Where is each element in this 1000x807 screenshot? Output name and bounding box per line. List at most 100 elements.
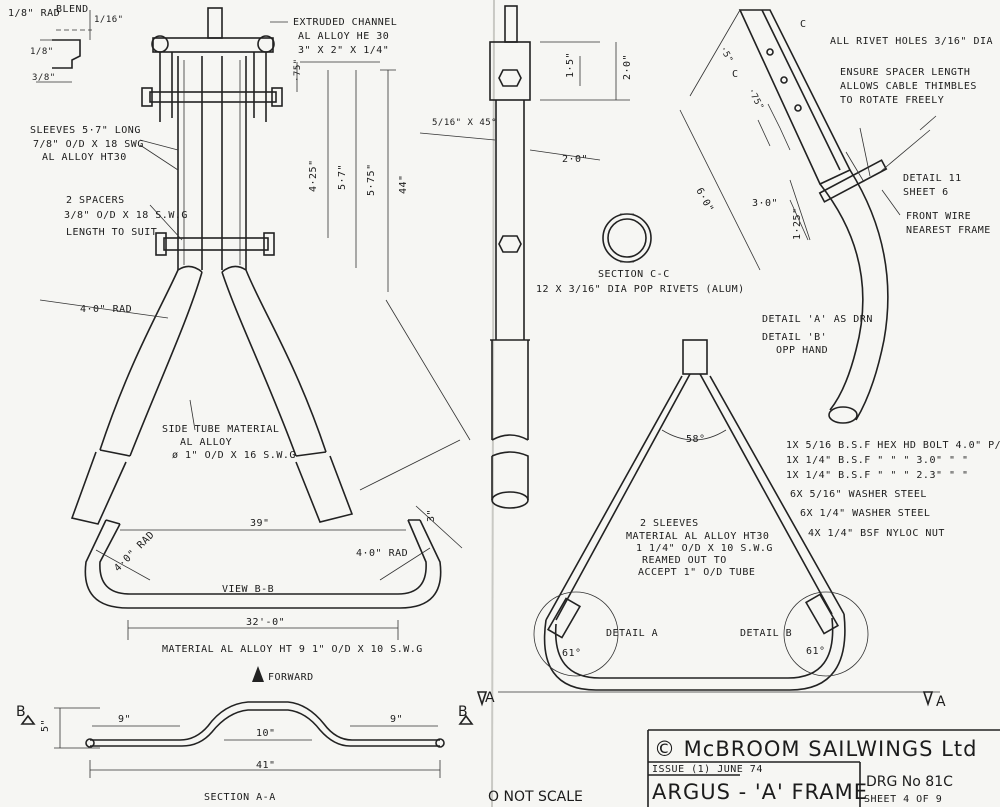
sleeves-label-1: SLEEVES 5·7" LONG bbox=[30, 125, 141, 136]
spacers-label-1: 2 SPACERS bbox=[66, 195, 125, 206]
detail-a-label: DETAIL A bbox=[606, 628, 658, 639]
rad-4c-label: 4·0" RAD bbox=[356, 548, 408, 559]
detail-11-label-1: DETAIL 11 bbox=[903, 173, 962, 184]
detail-a-drn-label: DETAIL 'A' AS DRN bbox=[762, 314, 873, 325]
rad-1-8-label: 1/8" RAD bbox=[8, 8, 60, 19]
dim-5-75-label: 5·75" bbox=[366, 163, 377, 196]
rad-4-label: 4·0" RAD bbox=[80, 304, 132, 315]
side-tube-label-2: AL ALLOY bbox=[180, 437, 232, 448]
section-a-right-label: A bbox=[936, 694, 946, 710]
angle-58-label: 58° bbox=[686, 434, 706, 445]
dim-3-0-label: 3·0" bbox=[752, 198, 778, 209]
dim-5-7-label: 5·7" bbox=[337, 164, 348, 190]
section-cc-label: SECTION C-C bbox=[598, 269, 670, 280]
dim-1-5-label: 1·5" bbox=[565, 52, 576, 78]
spacers-label-3: LENGTH TO SUIT bbox=[66, 227, 157, 238]
dim-2-0a-label: 2·0" bbox=[622, 54, 633, 80]
forward-label: FORWARD bbox=[268, 672, 314, 683]
issue-label: ISSUE (1) JUNE 74 bbox=[652, 764, 763, 775]
parts-list-item: 1X 1/4" B.S.F " " " 2.3" " " bbox=[786, 470, 969, 481]
dim-5-label: 5" bbox=[40, 719, 51, 732]
dim-3-label: 3" bbox=[426, 509, 437, 522]
material-label: MATERIAL AL ALLOY HT 9 1" O/D X 10 S.W.G bbox=[162, 644, 423, 655]
dim-9a-label: 9" bbox=[118, 714, 131, 725]
dim-75-label: ·75" bbox=[293, 58, 303, 82]
section-cc bbox=[602, 213, 652, 263]
parts-list-item: 1X 1/4" B.S.F " " " 3.0" " " bbox=[786, 455, 969, 466]
sleeves-label-2: 7/8" O/D X 18 SWG bbox=[33, 139, 144, 150]
detail-b-label-1: DETAIL 'B' bbox=[762, 332, 827, 343]
front-wire-label-1: FRONT WIRE bbox=[906, 211, 971, 222]
sleeves2-label-2: MATERIAL AL ALLOY HT30 bbox=[626, 531, 769, 542]
parts-list-item: 4X 1/4" BSF NYLOC NUT bbox=[808, 528, 945, 539]
side-view-apex bbox=[419, 5, 630, 509]
title-block bbox=[647, 729, 1000, 807]
sleeves2-label-1: 2 SLEEVES bbox=[640, 518, 699, 529]
detail-b-label-2: OPP HAND bbox=[776, 345, 828, 356]
section-b-right-label: B bbox=[458, 704, 468, 720]
dim-1-8-label: 1/8" bbox=[30, 47, 54, 57]
dim-41-label: 41" bbox=[256, 760, 276, 771]
section-arrow-a-right-icon bbox=[922, 691, 934, 707]
parts-list-item: 6X 1/4" WASHER STEEL bbox=[800, 508, 930, 519]
sleeves2-label-4: REAMED OUT TO bbox=[642, 555, 727, 566]
parts-list-item: 6X 5/16" WASHER STEEL bbox=[790, 489, 927, 500]
corner-detail bbox=[36, 10, 92, 83]
dim-3-8-label: 3/8" bbox=[32, 73, 56, 83]
side-tube-label-1: SIDE TUBE MATERIAL bbox=[162, 424, 279, 435]
section-a-left-label: A bbox=[485, 690, 495, 706]
drawing-title: ARGUS - 'A' FRAME bbox=[652, 780, 868, 804]
angle-61a-label: 61° bbox=[562, 648, 582, 659]
dim-1-16-label: 1/16" bbox=[94, 15, 124, 25]
c-mark-1-label: C bbox=[800, 19, 807, 30]
front-view-apex bbox=[39, 7, 471, 525]
dim-6-0-label: 6·0" bbox=[693, 186, 715, 214]
spacer-note-1: ENSURE SPACER LENGTH bbox=[840, 67, 970, 78]
detail-channel-view bbox=[679, 9, 937, 424]
blend-label: BLEND bbox=[56, 4, 89, 15]
section-aa-label: SECTION A-A bbox=[204, 792, 276, 803]
view-bb-label: VIEW B-B bbox=[222, 584, 274, 595]
not-scale-label: O NOT SCALE bbox=[488, 789, 583, 805]
angle-61b-label: 61° bbox=[806, 646, 826, 657]
sleeves2-label-3: 1 1/4" O/D X 10 S.W.G bbox=[636, 543, 773, 554]
spacers-label-2: 3/8" O/D X 18 S.W.G bbox=[64, 210, 188, 221]
spacer-note-3: TO ROTATE FREELY bbox=[840, 95, 944, 106]
detail-11-label-2: SHEET 6 bbox=[903, 187, 949, 198]
rad-4b-label: 4·0" RAD bbox=[112, 529, 157, 574]
dim-44-label: 44" bbox=[398, 174, 409, 194]
channel-label-3: 3" X 2" X 1/4" bbox=[298, 45, 389, 56]
a-frame-triangle bbox=[498, 339, 940, 693]
dim-32-label: 32'-0" bbox=[246, 617, 285, 628]
dim-39-label: 39" bbox=[250, 518, 270, 529]
section-aa bbox=[20, 701, 474, 778]
section-b-left-label: B bbox=[16, 704, 26, 720]
parts-list: 1X 5/16 B.S.F HEX HD BOLT 4.0" P/L HTS 1… bbox=[786, 440, 1000, 539]
chamfer-label: 5/16" X 45° bbox=[432, 118, 497, 128]
spacer-note-2: ALLOWS CABLE THIMBLES bbox=[840, 81, 977, 92]
dim-1-25-label: 1·25" bbox=[792, 207, 803, 240]
parts-list-item: 1X 5/16 B.S.F HEX HD BOLT 4.0" P/L HTS bbox=[786, 440, 1000, 451]
view-bb bbox=[84, 505, 463, 640]
sleeves2-label-5: ACCEPT 1" O/D TUBE bbox=[638, 567, 755, 578]
drawing-number: DRG No 81C bbox=[866, 774, 953, 790]
section-arrow-a-left-icon bbox=[476, 691, 488, 707]
channel-label-1: EXTRUDED CHANNEL bbox=[293, 17, 397, 28]
sheet-number: SHEET 4 OF 9 bbox=[864, 794, 942, 805]
sleeves-label-3: AL ALLOY HT30 bbox=[42, 152, 127, 163]
rivet-holes-label: ALL RIVET HOLES 3/16" DIA bbox=[830, 36, 993, 47]
side-tube-label-3: ø 1" O/D X 16 S.W.G bbox=[172, 450, 296, 461]
forward-arrow-icon bbox=[252, 666, 264, 682]
dim-2-0b-label: 2·0" bbox=[562, 154, 588, 165]
dim-75b-label: ·75" bbox=[745, 87, 765, 113]
channel-label-2: AL ALLOY HE 30 bbox=[298, 31, 389, 42]
dim-9b-label: 9" bbox=[390, 714, 403, 725]
detail-b-label: DETAIL B bbox=[740, 628, 792, 639]
dim-4-25-label: 4·25" bbox=[308, 159, 319, 192]
c-mark-2-label: C bbox=[732, 69, 739, 80]
company-name: © McBROOM SAILWINGS Ltd bbox=[654, 737, 977, 761]
front-wire-label-2: NEAREST FRAME bbox=[906, 225, 991, 236]
pop-rivets-label: 12 X 3/16" DIA POP RIVETS (ALUM) bbox=[536, 284, 745, 295]
